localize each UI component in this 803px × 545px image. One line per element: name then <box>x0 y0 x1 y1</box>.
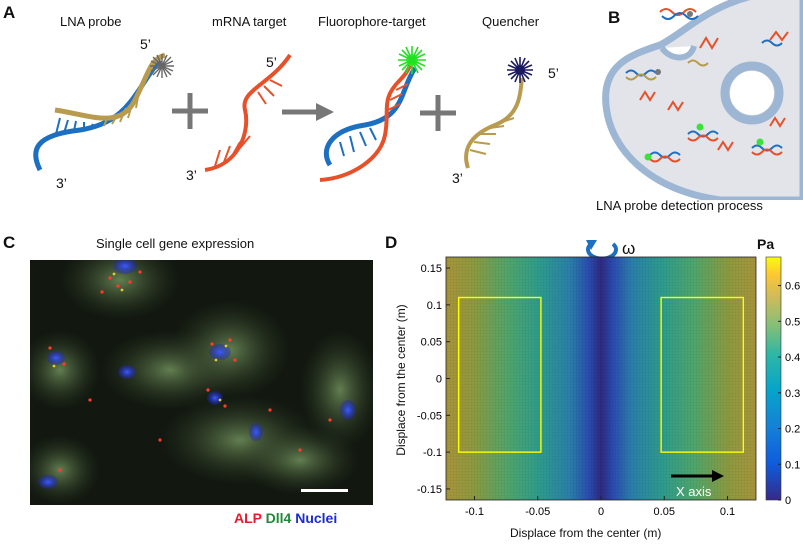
omega-symbol: ω <box>622 239 636 258</box>
quencher-label: Quencher <box>482 14 540 29</box>
colorbar-unit: Pa <box>757 236 775 252</box>
x-axis-arrow-label: X axis <box>676 484 712 499</box>
panel-c-title: Single cell gene expression <box>96 236 255 251</box>
legend-alp: ALP <box>234 510 262 526</box>
colorbar-tick-label: 0.6 <box>785 281 800 293</box>
legend-nuclei: Nuclei <box>295 510 338 526</box>
heatmap-grid-texture <box>446 257 756 500</box>
lna-probe-helix <box>33 52 174 172</box>
y-tick-label: 0.1 <box>427 300 442 312</box>
colorbar-tick-label: 0.3 <box>785 388 800 400</box>
panel-b-letter: B <box>608 8 621 27</box>
panel-c-letter: C <box>3 233 16 252</box>
probe-glyphs <box>625 8 789 163</box>
channel-legend: ALP Dll4 Nuclei <box>234 510 337 526</box>
y-tick-label: 0.05 <box>421 337 442 349</box>
nucleus-ring <box>720 61 784 125</box>
x-axis-title: Displace from the center (m) <box>510 526 662 540</box>
mrna-target-strand <box>204 53 292 172</box>
colorbar-tick-label: 0 <box>785 495 791 507</box>
y-axis-title: Displace from the center (m) <box>394 304 408 456</box>
y-tick-label: -0.15 <box>417 484 442 496</box>
fluorescence-micrograph <box>30 260 373 505</box>
y-tick-label: 0 <box>436 374 442 386</box>
colorbar-tick-label: 0.2 <box>785 424 800 436</box>
x-tick-label: 0 <box>598 506 604 518</box>
probe-three-prime-label: 3’ <box>56 175 67 191</box>
target-five-prime-label: 5’ <box>266 54 277 70</box>
scale-bar <box>301 489 348 492</box>
colorbar <box>765 256 782 501</box>
mrna-target-label: mRNA target <box>212 14 287 29</box>
plus-sign-2 <box>420 95 456 131</box>
panel-d-letter: D <box>385 233 398 252</box>
cell-membrane <box>602 0 803 200</box>
quencher-three-prime-label: 3’ <box>452 170 463 186</box>
quencher-five-prime-label: 5’ <box>548 65 559 81</box>
highlight-region-2 <box>660 296 745 453</box>
y-tick-label: -0.05 <box>417 410 442 422</box>
x-tick-label: -0.05 <box>525 506 550 518</box>
panel-b-caption: LNA probe detection process <box>596 198 763 213</box>
reaction-arrow <box>282 103 334 121</box>
colorbar-tick-label: 0.5 <box>785 316 800 328</box>
fluorophore-target-helix <box>319 46 426 182</box>
x-tick-label: 0.1 <box>720 506 735 518</box>
colorbar-tick-label: 0.4 <box>785 352 800 364</box>
panel-a-letter: A <box>3 3 16 22</box>
y-tick-label: 0.15 <box>421 263 442 275</box>
probe-five-prime-label: 5’ <box>140 36 151 52</box>
colorbar-tick-label: 0.1 <box>785 459 800 471</box>
lna-probe-label: LNA probe <box>60 14 122 29</box>
quencher-strand <box>464 57 533 169</box>
legend-dll4: Dll4 <box>265 510 292 526</box>
fluorophore-target-label: Fluorophore-target <box>318 14 426 29</box>
target-three-prime-label: 3’ <box>186 167 197 183</box>
y-tick-label: -0.1 <box>423 447 442 459</box>
x-axis-arrow <box>671 470 724 482</box>
x-tick-label: 0.05 <box>654 506 675 518</box>
plus-sign-1 <box>172 93 208 129</box>
highlight-region-1 <box>457 296 542 453</box>
x-tick-label: -0.1 <box>465 506 484 518</box>
